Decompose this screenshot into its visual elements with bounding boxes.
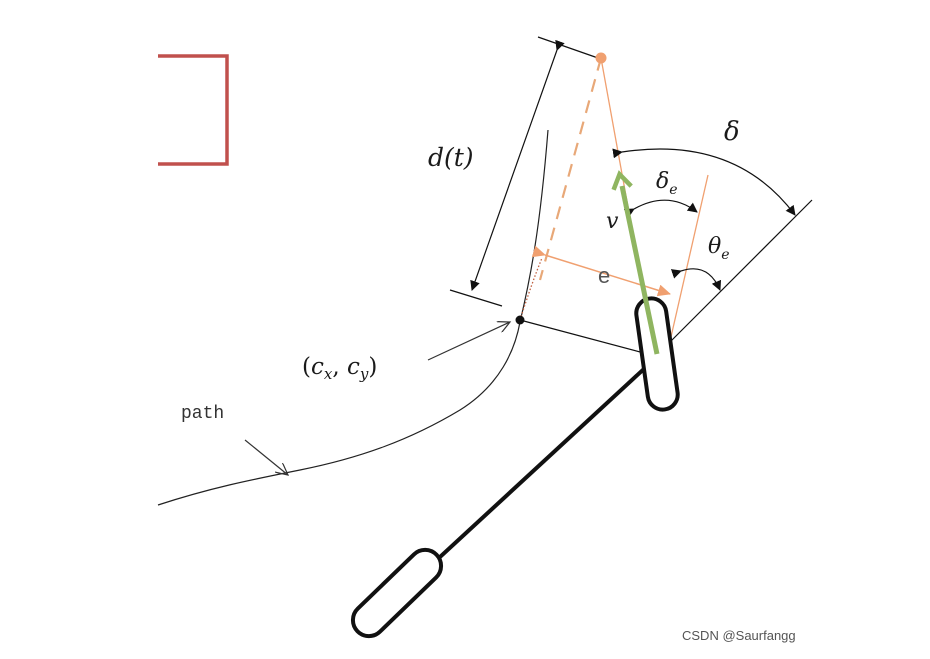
lookahead-dimension-line <box>470 39 565 291</box>
delta-arc <box>612 148 796 216</box>
closest-point-cx-base: c <box>311 354 324 380</box>
closest-point-comma: , <box>332 354 347 380</box>
delta-label: δ <box>724 117 740 147</box>
red-bracket-frame <box>158 54 229 166</box>
lookahead-top-extension <box>537 36 599 59</box>
velocity-label: v <box>606 209 619 234</box>
delta-e-base: δ <box>656 169 669 194</box>
velocity-vector <box>611 170 660 355</box>
watermark: CSDN @Saurfangg <box>682 628 796 643</box>
closest-point-close-paren: ) <box>368 354 377 380</box>
cross-track-error-arrow <box>531 245 671 297</box>
path-pointer <box>244 439 288 475</box>
theta-e-arc <box>670 268 722 291</box>
vehicle-chassis <box>400 354 660 594</box>
closest-to-wheel-line <box>519 319 656 357</box>
vehicle-heading-line <box>655 199 813 357</box>
path-label: path <box>181 404 224 424</box>
rear-wheel <box>350 547 444 639</box>
closest-point-marker <box>515 315 525 325</box>
delta-e-subscript: e <box>669 182 677 198</box>
delta-e-label: δe <box>656 169 678 198</box>
closest-point-cy-sub: y <box>359 365 369 383</box>
delta-e-arc <box>623 199 698 218</box>
lookahead-bottom-extension <box>449 289 503 307</box>
closest-point-pointer <box>427 322 510 361</box>
cross-track-error-label: e <box>598 263 610 288</box>
closest-point-cy-base: c <box>347 354 360 380</box>
lookahead-label: d(t) <box>428 143 474 172</box>
theta-e-subscript: e <box>721 247 729 263</box>
theta-e-base: θ <box>708 234 721 259</box>
closest-point-open-paren: ( <box>302 354 311 380</box>
path-curve <box>157 129 549 506</box>
theta-e-label: θe <box>708 234 730 263</box>
target-point-marker <box>595 52 607 64</box>
closest-point-label: (cx, cy) <box>302 354 377 383</box>
target-dashed-line <box>538 57 603 281</box>
closest-point-cx-sub: x <box>324 365 333 383</box>
